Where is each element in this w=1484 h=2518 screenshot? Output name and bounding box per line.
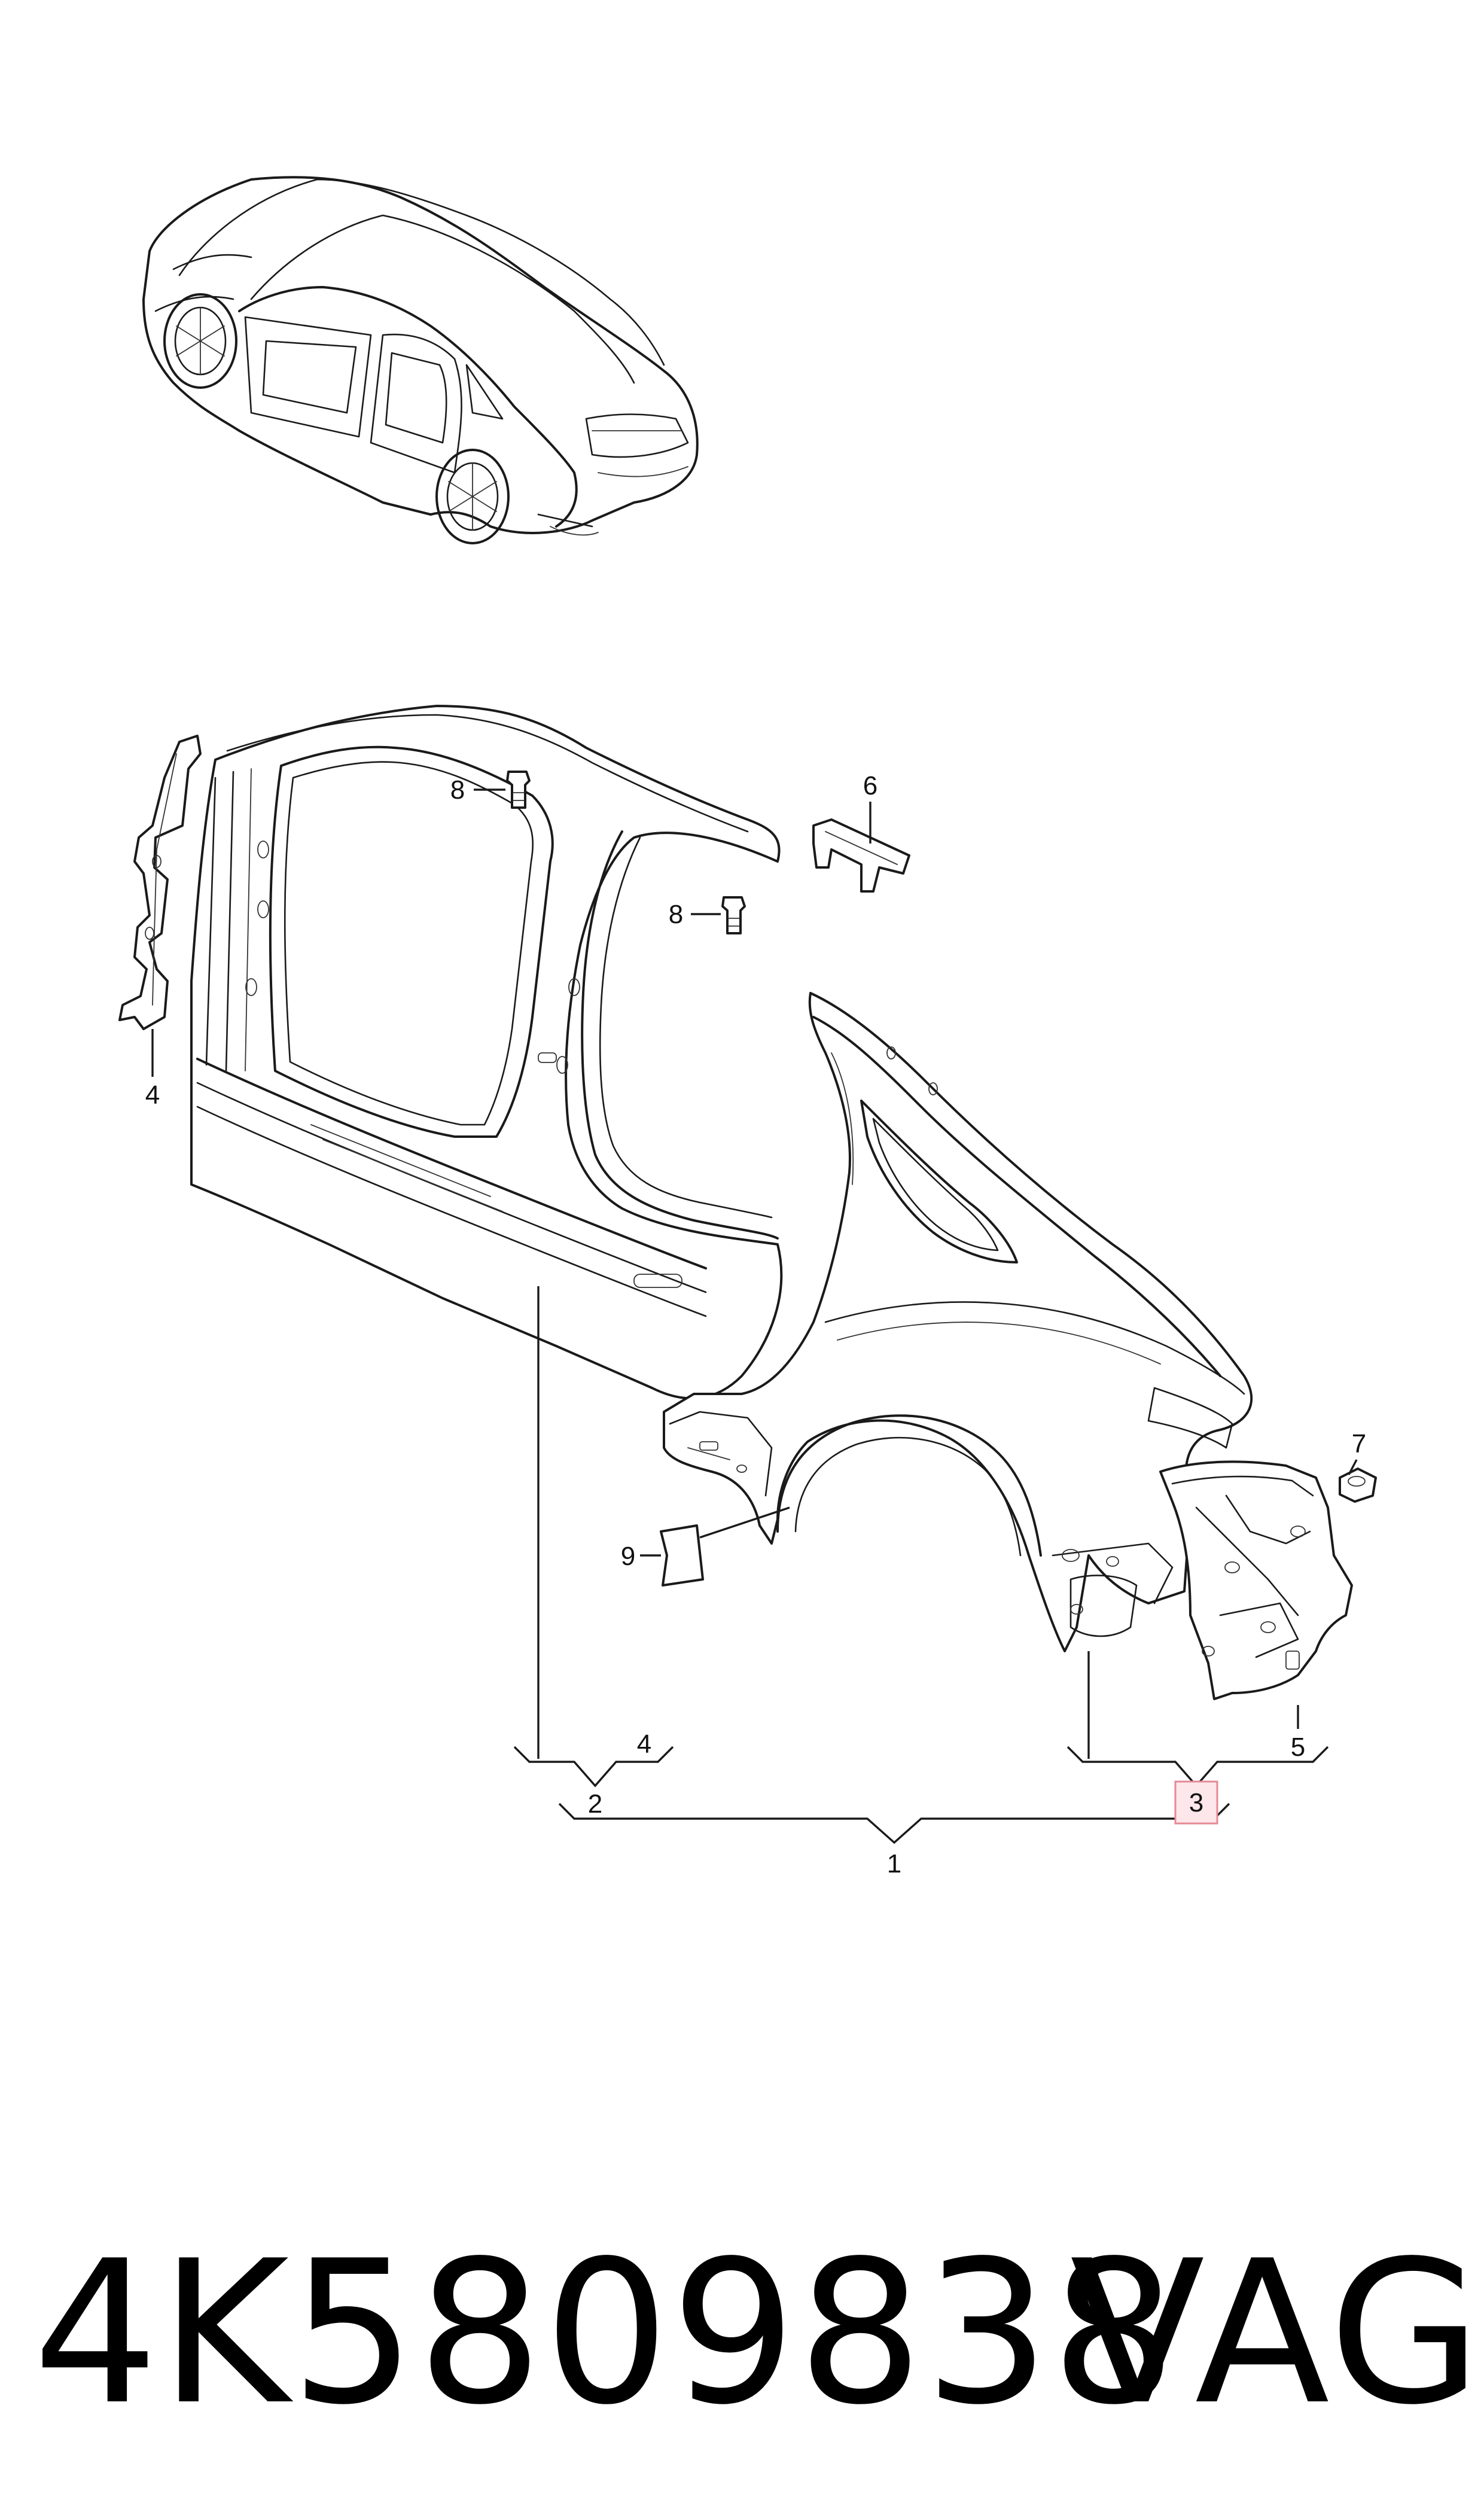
callout-labels: 8 8 6 4 7 9 5 4 2 3 1 bbox=[145, 771, 1366, 1878]
callout-8-upper: 8 bbox=[450, 775, 465, 805]
callout-9: 9 bbox=[621, 1542, 635, 1571]
callout-5: 5 bbox=[1291, 1733, 1305, 1762]
diagram-canvas: 8 8 6 4 7 9 5 4 2 3 1 bbox=[118, 176, 1377, 1878]
brand-label: VAG bbox=[1069, 2218, 1484, 2448]
callout-2: 2 bbox=[588, 1789, 602, 1819]
part-7-plug bbox=[1339, 1467, 1377, 1503]
part-8-stud-upper bbox=[506, 771, 531, 809]
callout-3-highlight bbox=[1174, 1780, 1218, 1825]
body-side-panel bbox=[190, 705, 783, 1400]
car-overview-illustration bbox=[142, 176, 699, 544]
leader-lines bbox=[151, 788, 1358, 1759]
inner-panel-part-5 bbox=[1159, 1460, 1353, 1700]
part-6-clip bbox=[812, 818, 910, 893]
callout-4-group: 4 bbox=[637, 1730, 651, 1759]
callout-7: 7 bbox=[1352, 1429, 1366, 1459]
part-number-label: 4K5809838 bbox=[33, 2218, 1178, 2448]
callout-4-left: 4 bbox=[145, 1080, 160, 1110]
quarter-panel-part-3 bbox=[663, 992, 1253, 1652]
part-9-pad bbox=[660, 1524, 704, 1587]
callout-8-lower: 8 bbox=[669, 900, 683, 929]
callout-6: 6 bbox=[863, 771, 877, 800]
part-8-stud-lower bbox=[721, 896, 746, 934]
callout-3: 3 bbox=[1189, 1788, 1203, 1817]
bracket-part-4 bbox=[118, 735, 202, 1030]
callout-1: 1 bbox=[887, 1849, 901, 1878]
